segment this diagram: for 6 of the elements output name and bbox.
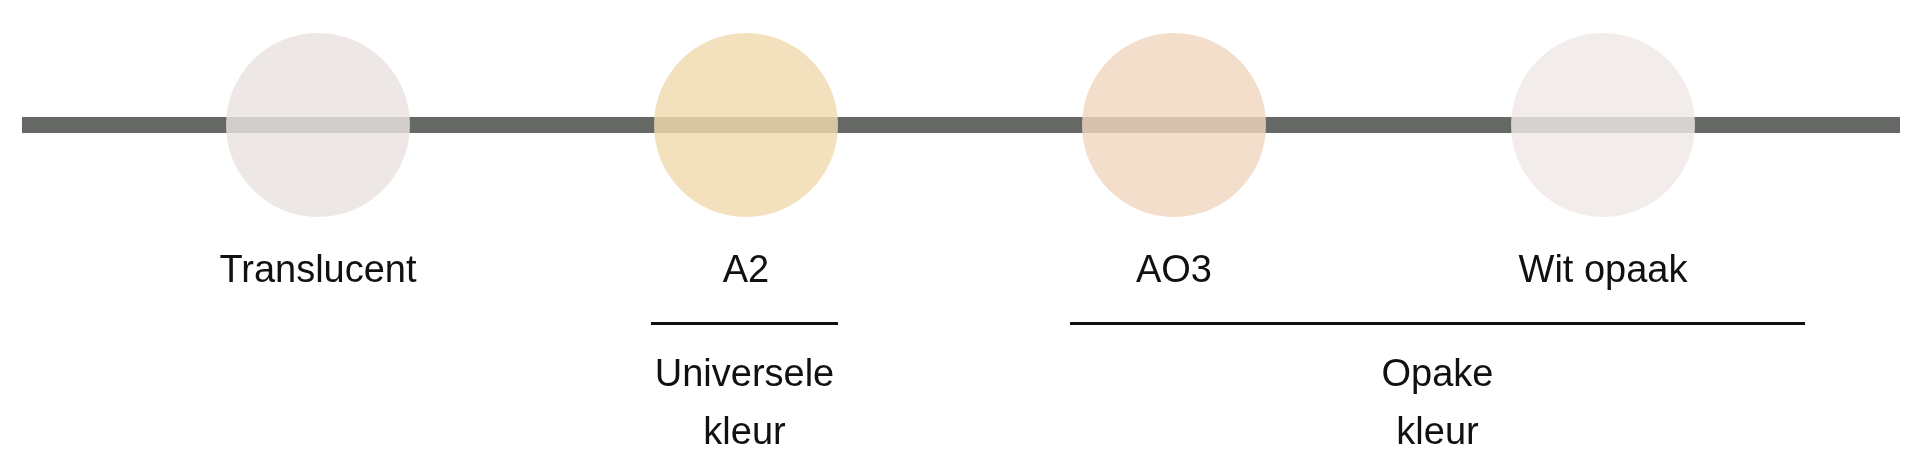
group-label: Opake kleur — [1380, 351, 1495, 454]
swatch-label: Translucent — [219, 247, 417, 291]
group-label: Universele kleur — [653, 351, 836, 454]
swatch-label: AO3 — [1135, 247, 1212, 291]
swatch-label: A2 — [722, 247, 770, 291]
swatch-label: Wit opaak — [1518, 247, 1688, 291]
